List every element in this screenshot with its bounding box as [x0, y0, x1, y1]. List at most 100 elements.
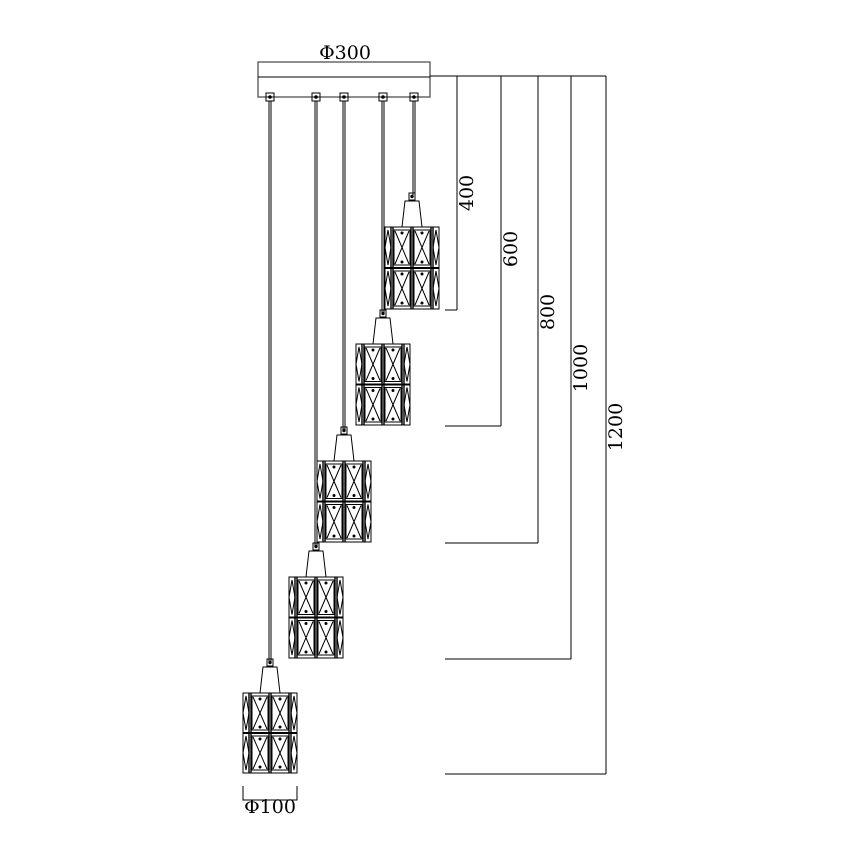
crystal-panel	[364, 387, 382, 423]
panel-rivet	[324, 581, 328, 585]
shade-diameter-label: Φ100	[244, 796, 296, 818]
crystal-panel	[413, 229, 431, 266]
side-crystal	[432, 229, 440, 266]
crystal-facet	[252, 736, 268, 770]
crystal-panel	[317, 579, 335, 615]
panel-rivet	[371, 348, 375, 352]
side-crystal	[364, 504, 372, 540]
panel-rivet	[258, 725, 262, 729]
side-crystal	[355, 346, 363, 382]
panel-rivet	[304, 650, 308, 654]
cord-connector	[378, 92, 388, 102]
panel-rivet	[352, 465, 356, 469]
side-crystal	[288, 620, 296, 656]
crystal-panel	[271, 695, 289, 731]
panel-rivet	[304, 622, 308, 625]
pendant-lamp	[242, 658, 298, 774]
side-crystal	[288, 579, 296, 615]
crystal-facet	[414, 230, 430, 265]
lamp-cone	[401, 200, 423, 228]
panel-rivet	[278, 737, 282, 741]
drop-height-label: 1000	[570, 344, 592, 392]
crystal-panel	[393, 229, 411, 266]
panel-rivet	[332, 534, 336, 538]
crystal-panel	[345, 504, 363, 540]
grip-dot	[314, 544, 318, 549]
panel-rivet	[391, 417, 395, 421]
panel-rivet	[332, 465, 336, 469]
crystal-panel	[345, 463, 363, 499]
pendant-lamp	[316, 426, 372, 543]
side-crystal	[336, 579, 344, 615]
pendants	[242, 92, 440, 774]
cord-grip	[340, 426, 348, 435]
side-crystal	[290, 735, 298, 771]
panel-rivet	[278, 765, 282, 769]
panel-rivet	[400, 272, 404, 276]
cord-grip	[266, 658, 274, 667]
cord-connector	[409, 92, 419, 102]
crystal-panel	[297, 579, 315, 615]
crystal-facet	[385, 388, 401, 422]
side-crystal	[403, 346, 411, 382]
crystal-facet	[385, 347, 401, 381]
crystal-panel	[325, 504, 343, 540]
side-crystal	[384, 270, 392, 307]
cord-grip	[379, 309, 387, 318]
panel-rivet	[352, 534, 356, 538]
panel-rivet	[278, 725, 282, 729]
side-crystal	[355, 387, 363, 423]
drop-height-label: 400	[456, 175, 478, 211]
shade-diameter-dimension	[242, 786, 298, 801]
crystal-facet	[318, 580, 334, 614]
crystal-panel	[317, 620, 335, 656]
panel-rivet	[420, 301, 424, 305]
panel-rivet	[391, 348, 395, 352]
crystal-facet	[394, 271, 410, 306]
crystal-panel	[413, 270, 431, 307]
crystal-facet	[298, 621, 314, 655]
lamp-cone	[259, 666, 281, 694]
side-crystal	[336, 620, 344, 656]
canopy	[257, 61, 431, 98]
drop-height-label: 800	[537, 294, 559, 330]
crystal-panel	[251, 695, 269, 731]
panel-rivet	[371, 389, 375, 392]
cord-grip	[408, 192, 416, 201]
pendant-lamp	[384, 192, 440, 310]
crystal-facet	[414, 271, 430, 306]
side-crystal	[242, 735, 250, 771]
panel-rivet	[371, 417, 375, 421]
panel-rivet	[352, 506, 356, 509]
panel-rivet	[400, 231, 404, 235]
grip-dot	[381, 311, 385, 316]
panel-rivet	[400, 260, 404, 264]
crystal-facet	[326, 505, 342, 539]
crystal-panel	[251, 735, 269, 771]
crystal-facet	[252, 696, 268, 730]
crystal-panel	[297, 620, 315, 656]
side-crystal	[242, 695, 250, 731]
crystal-panel	[384, 346, 402, 382]
crystal-facet	[346, 505, 362, 539]
drop-height-label: 1200	[605, 403, 627, 451]
side-crystal	[316, 504, 324, 540]
crystal-facet	[365, 388, 381, 422]
lamp-cone	[333, 434, 355, 462]
panel-rivet	[324, 622, 328, 625]
crystal-panel	[271, 735, 289, 771]
panel-rivet	[352, 494, 356, 497]
crystal-facet	[326, 464, 342, 498]
panel-rivet	[420, 260, 424, 264]
crystal-facet	[318, 621, 334, 655]
side-crystal	[316, 463, 324, 499]
lamp-cone	[372, 317, 394, 345]
panel-rivet	[400, 301, 404, 305]
cord-grip	[312, 542, 320, 551]
crystal-panel	[393, 270, 411, 307]
cord-connector	[311, 92, 321, 102]
panel-rivet	[258, 765, 262, 769]
